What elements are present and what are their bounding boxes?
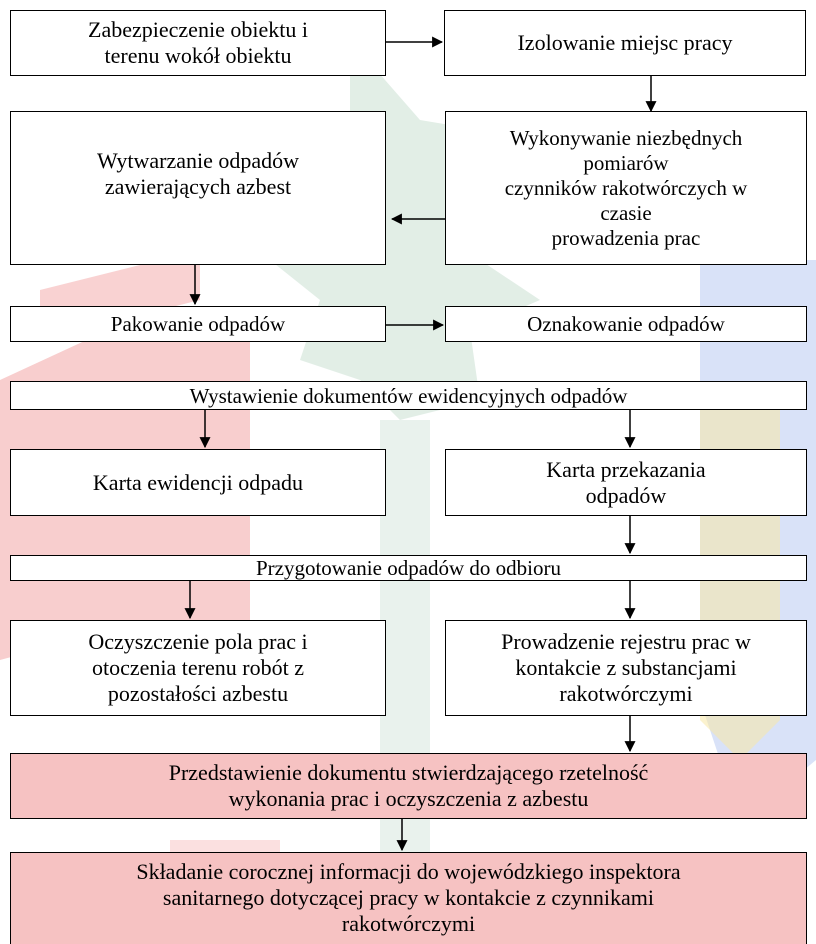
step-generate-asbestos-waste: Wytwarzanie odpadów zawierających azbest [10,111,386,265]
step-keep-work-register: Prowadzenie rejestru prac w kontakcie z … [445,620,807,716]
step-measure-carcinogens: Wykonywanie niezbędnych pomiarów czynnik… [445,111,807,265]
step-present-certificate: Przedstawienie dokumentu stwierdzającego… [10,753,807,819]
step-waste-record-card: Karta ewidencji odpadu [10,449,386,516]
step-prepare-waste-pickup: Przygotowanie odpadów do odbioru [10,555,807,581]
step-label-waste: Oznakowanie odpadów [445,306,807,342]
step-annual-report: Składanie corocznej informacji do wojewó… [10,852,807,944]
step-waste-transfer-card: Karta przekazania odpadów [445,449,807,516]
step-issue-waste-documents: Wystawienie dokumentów ewidencyjnych odp… [10,381,807,410]
step-clean-work-area: Oczyszczenie pola prac i otoczenia teren… [10,620,386,716]
step-pack-waste: Pakowanie odpadów [10,306,386,342]
step-secure-object: Zabezpieczenie obiektu i terenu wokół ob… [10,10,386,76]
step-isolate-workplaces: Izolowanie miejsc pracy [444,10,806,76]
